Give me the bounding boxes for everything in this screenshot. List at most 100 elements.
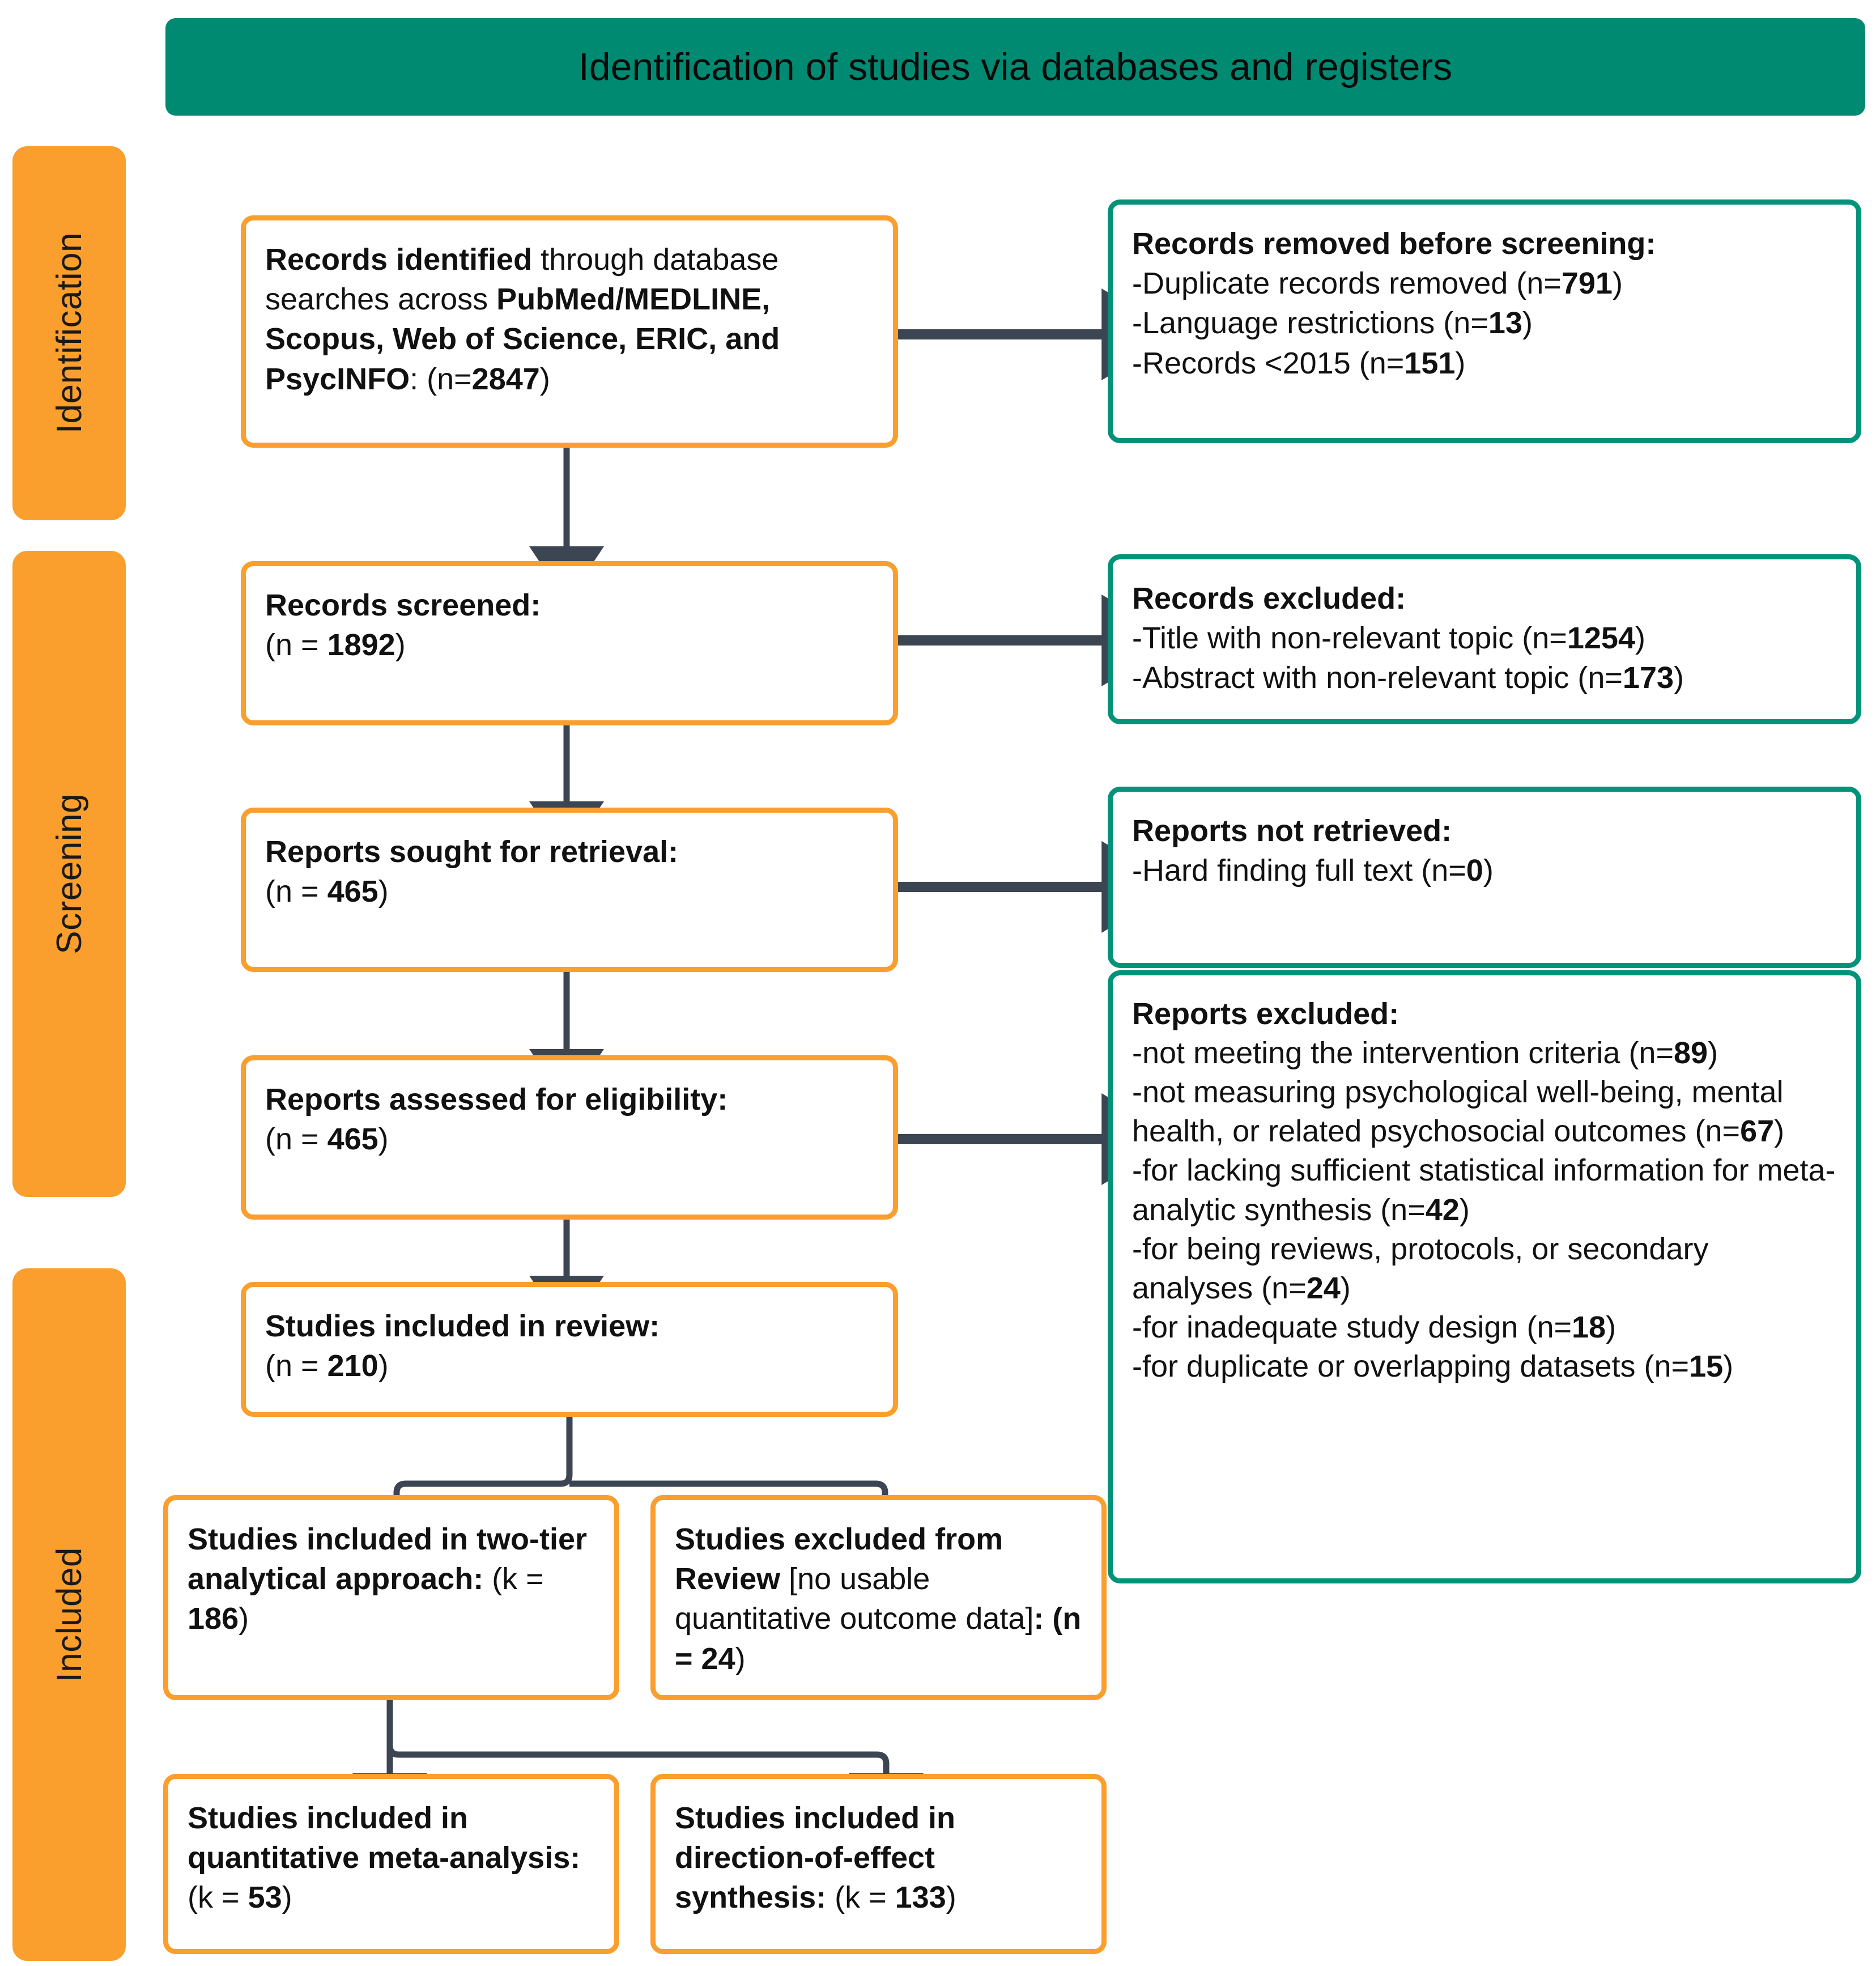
records-excluded-item-1-close: ) — [1674, 661, 1684, 695]
records-identified-count: 2847 — [471, 362, 540, 396]
node-studies-in-review[interactable]: Studies included in review: (n = 210) — [241, 1282, 898, 1417]
node-records-excluded-text: Records excluded: -Title with non-relevan… — [1132, 579, 1837, 698]
reports-sought-title: Reports sought for retrieval: — [265, 835, 679, 869]
records-identified-sources: PubMed/MEDLINE, Scopus, Web of Science, … — [265, 282, 780, 396]
node-direction-effect-text: Studies included in direction-of-effect … — [675, 1798, 1082, 1918]
reports-excluded-item-3-text: -for being reviews, protocols, or second… — [1132, 1232, 1709, 1305]
node-reports-excluded-text: Reports excluded: -not meeting the interv… — [1132, 995, 1837, 1386]
records-removed-item-2-text: -Records <2015 (n= — [1132, 346, 1405, 380]
reports-assessed-count-prefix: (n = — [265, 1122, 327, 1157]
node-records-removed-text: Records removed before screening:-Duplic… — [1132, 224, 1837, 383]
records-identified-title: Records identified — [265, 243, 533, 277]
reports-excluded-item-5-value: 15 — [1689, 1349, 1724, 1383]
records-excluded-title: Records excluded: — [1132, 581, 1406, 615]
phase-label-identification: Identification — [49, 232, 89, 434]
records-screened-count-close: ) — [395, 628, 406, 663]
reports-excluded-item-0-value: 89 — [1674, 1036, 1708, 1071]
node-reports-assessed[interactable]: Reports assessed for eligibility: (n = 46… — [241, 1055, 898, 1220]
node-two-tier-text: Studies included in two-tier analytical … — [188, 1519, 595, 1639]
node-excluded-from-review-text: Studies excluded from Review [no usable … — [675, 1519, 1082, 1679]
reports-not-retrieved-item-0-value: 0 — [1466, 854, 1483, 888]
reports-excluded-item-2-text: -for lacking sufficient statistical info… — [1132, 1153, 1836, 1227]
records-identified-body: through database searches across — [265, 243, 779, 317]
reports-excluded-item-0-text: -not meeting the intervention criteria (… — [1132, 1036, 1674, 1071]
direction-effect-count-close: ) — [946, 1880, 956, 1915]
records-screened-count-prefix: (n = — [265, 628, 327, 663]
reports-excluded-item-1-value: 67 — [1740, 1114, 1775, 1149]
records-removed-item-1-close: ) — [1522, 306, 1533, 341]
records-excluded-item-1-value: 173 — [1622, 661, 1674, 695]
reports-assessed-title: Reports assessed for eligibility: — [265, 1082, 728, 1116]
node-quantitative-meta-analysis[interactable]: Studies included in quantitative meta-an… — [163, 1774, 619, 1954]
node-reports-not-retrieved-text: Reports not retrieved: -Hard finding full… — [1132, 811, 1837, 890]
branch-two-tier-split-right — [386, 1700, 924, 1829]
records-removed-item-2-value: 151 — [1404, 346, 1456, 380]
reports-excluded-item-4-value: 18 — [1572, 1310, 1606, 1344]
phase-label-included: Included — [49, 1547, 89, 1683]
node-studies-in-review-text: Studies included in review: (n = 210) — [265, 1306, 874, 1386]
records-excluded-item-1-text: -Abstract with non-relevant topic (n= — [1132, 661, 1623, 695]
node-reports-assessed-text: Reports assessed for eligibility: (n = 46… — [265, 1080, 874, 1159]
excluded-from-review-count: 24 — [701, 1641, 735, 1676]
studies-in-review-count: 210 — [327, 1349, 378, 1383]
phase-band-included: Included — [12, 1268, 126, 1961]
quant-meta-title: Studies included in quantitative meta-an… — [188, 1801, 581, 1875]
node-quant-meta-text: Studies included in quantitative meta-an… — [188, 1798, 595, 1918]
direction-effect-count-prefix: (k = — [826, 1880, 895, 1915]
excluded-from-review-title: Studies excluded from Review — [675, 1522, 1003, 1596]
records-excluded-item-0-value: 1254 — [1567, 621, 1635, 656]
node-reports-not-retrieved[interactable]: Reports not retrieved: -Hard finding full… — [1108, 787, 1861, 968]
records-excluded-item-0-text: -Title with non-relevant topic (n= — [1132, 621, 1567, 656]
branch-in-review-split — [359, 1417, 573, 1557]
records-screened-title: Records screened: — [265, 588, 541, 622]
phase-band-identification: Identification — [12, 146, 126, 520]
reports-excluded-item-2-close: ) — [1459, 1192, 1470, 1227]
node-records-screened[interactable]: Records screened:(n = 1892) — [241, 561, 898, 725]
node-records-excluded[interactable]: Records excluded: -Title with non-relevan… — [1108, 554, 1861, 724]
reports-not-retrieved-item-0-text: -Hard finding full text (n= — [1132, 854, 1466, 888]
two-tier-count-close: ) — [239, 1602, 249, 1636]
reports-excluded-item-3-close: ) — [1340, 1271, 1351, 1305]
studies-in-review-title: Studies included in review: — [265, 1309, 660, 1343]
phase-band-screening: Screening — [12, 551, 126, 1197]
records-removed-item-0-value: 791 — [1561, 266, 1613, 301]
records-excluded-item-0-close: ) — [1635, 621, 1645, 656]
node-reports-sought[interactable]: Reports sought for retrieval:(n = 465) — [241, 808, 898, 972]
records-removed-item-1-text: -Language restrictions (n= — [1132, 306, 1488, 341]
reports-not-retrieved-title: Reports not retrieved: — [1132, 814, 1452, 848]
reports-assessed-count: 465 — [327, 1122, 378, 1157]
quant-meta-count-prefix: (k = — [188, 1880, 248, 1915]
records-removed-item-0-close: ) — [1612, 266, 1623, 301]
reports-excluded-item-4-close: ) — [1606, 1310, 1616, 1344]
excluded-from-review-count-close: ) — [735, 1641, 746, 1676]
records-identified-count-label: : (n= — [410, 362, 472, 396]
node-reports-excluded[interactable]: Reports excluded: -not meeting the interv… — [1108, 970, 1861, 1583]
reports-sought-count: 465 — [327, 874, 378, 909]
two-tier-count: 186 — [188, 1602, 239, 1636]
excluded-from-review-colon: : (n = — [675, 1602, 1082, 1676]
records-removed-item-1-value: 13 — [1488, 306, 1522, 341]
reports-excluded-item-2-value: 42 — [1425, 1192, 1460, 1227]
reports-excluded-item-5-text: -for duplicate or overlapping datasets (… — [1132, 1349, 1690, 1383]
studies-in-review-count-close: ) — [378, 1349, 389, 1383]
node-records-removed[interactable]: Records removed before screening:-Duplic… — [1108, 199, 1861, 443]
two-tier-count-prefix: (k = — [483, 1562, 544, 1596]
node-direction-of-effect-synthesis[interactable]: Studies included in direction-of-effect … — [650, 1774, 1107, 1954]
node-records-identified-text: Records identified through database sear… — [265, 240, 874, 399]
page-title: Identification of studies via databases … — [578, 45, 1453, 88]
reports-sought-count-prefix: (n = — [265, 874, 327, 909]
node-studies-excluded-from-review[interactable]: Studies excluded from Review [no usable … — [650, 1495, 1107, 1700]
reports-excluded-title: Reports excluded: — [1132, 997, 1399, 1031]
node-two-tier-approach[interactable]: Studies included in two-tier analytical … — [163, 1495, 619, 1700]
node-records-identified[interactable]: Records identified through database sear… — [241, 215, 898, 448]
studies-in-review-count-prefix: (n = — [265, 1349, 327, 1383]
reports-not-retrieved-item-0-close: ) — [1483, 854, 1494, 888]
phase-label-screening: Screening — [49, 793, 89, 954]
reports-assessed-count-close: ) — [378, 1122, 389, 1157]
node-reports-sought-text: Reports sought for retrieval:(n = 465) — [265, 832, 874, 911]
reports-excluded-item-5-close: ) — [1723, 1349, 1734, 1383]
diagram-header: Identification of studies via databases … — [165, 18, 1865, 116]
quant-meta-count-close: ) — [282, 1880, 292, 1915]
node-records-screened-text: Records screened:(n = 1892) — [265, 585, 874, 665]
direction-effect-title: Studies included in direction-of-effect … — [675, 1801, 956, 1915]
